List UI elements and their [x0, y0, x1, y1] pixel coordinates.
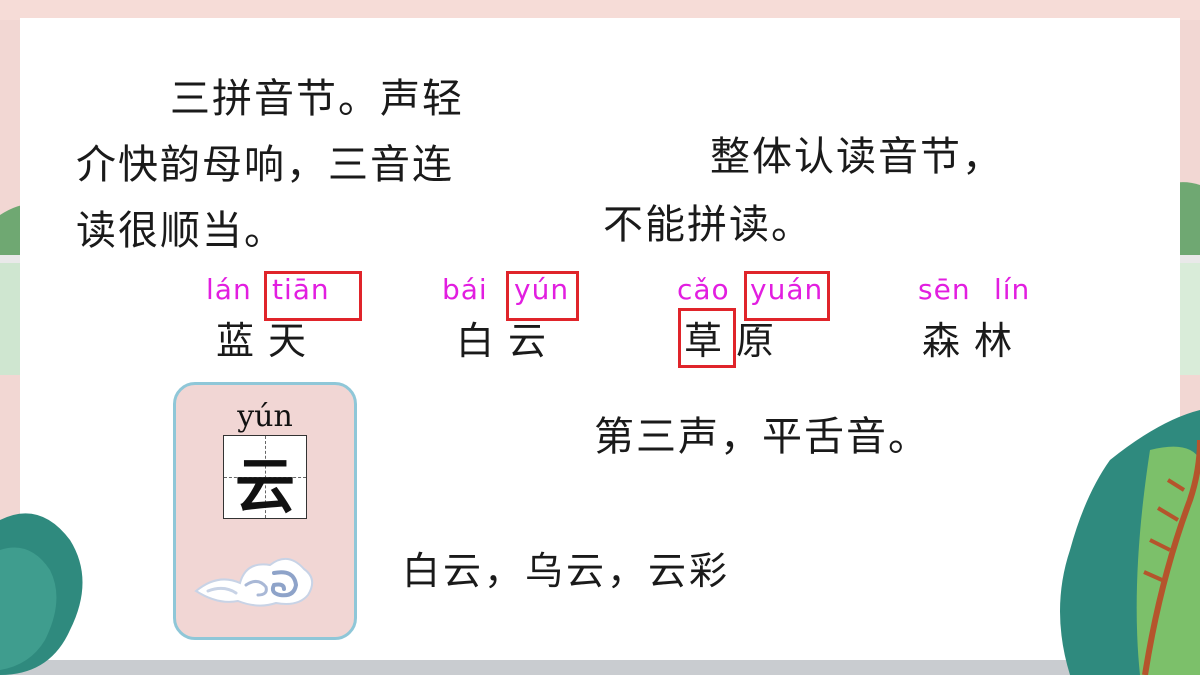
grid-vertical-line: [265, 436, 266, 518]
tianzige-grid: 云: [223, 435, 307, 522]
word-4-pinyin-1: sēn: [918, 273, 971, 306]
word-4-pinyin-2: lín: [994, 273, 1031, 306]
highlight-box-tian: [264, 271, 362, 321]
card-character: 云: [235, 452, 295, 522]
word-3-hanzi: 草原: [684, 319, 789, 363]
left-poem-line-1: 三拼音节。声轻: [170, 76, 464, 122]
right-poem-line-1: 整体认读音节，: [710, 134, 1004, 180]
word-2-pinyin-2: yún: [514, 273, 570, 306]
highlight-box-cao: [678, 308, 736, 368]
word-1-pinyin-1: lán: [206, 273, 252, 306]
word-1-hanzi: 蓝天: [216, 319, 321, 363]
cloud-icon: [194, 558, 314, 607]
tone-note: 第三声，平舌音。: [594, 414, 930, 460]
word-2-hanzi: 白云: [456, 319, 561, 363]
phrases: 白云，乌云，云彩: [402, 549, 731, 593]
word-3-pinyin-1: cǎo: [677, 273, 730, 306]
right-poem-line-2: 不能拼读。: [603, 202, 813, 248]
left-plant-decoration: [0, 513, 83, 675]
highlight-box-yun: [506, 271, 579, 321]
character-card: yún 云: [173, 382, 357, 640]
left-poem-line-2: 介快韵母响，三音连: [76, 142, 454, 188]
word-1-pinyin-2: tiān: [272, 273, 330, 306]
card-pinyin: yún: [237, 399, 293, 434]
word-4-hanzi: 森林: [922, 319, 1027, 363]
highlight-box-yuan: [744, 271, 830, 321]
word-2-pinyin-1: bái: [442, 273, 488, 306]
word-3-pinyin-2: yuán: [750, 273, 824, 306]
left-poem-line-3: 读很顺当。: [76, 208, 286, 254]
bottom-stripe: [0, 655, 1200, 675]
top-stripe: [0, 0, 1200, 20]
right-plant-decoration: [1060, 410, 1200, 675]
